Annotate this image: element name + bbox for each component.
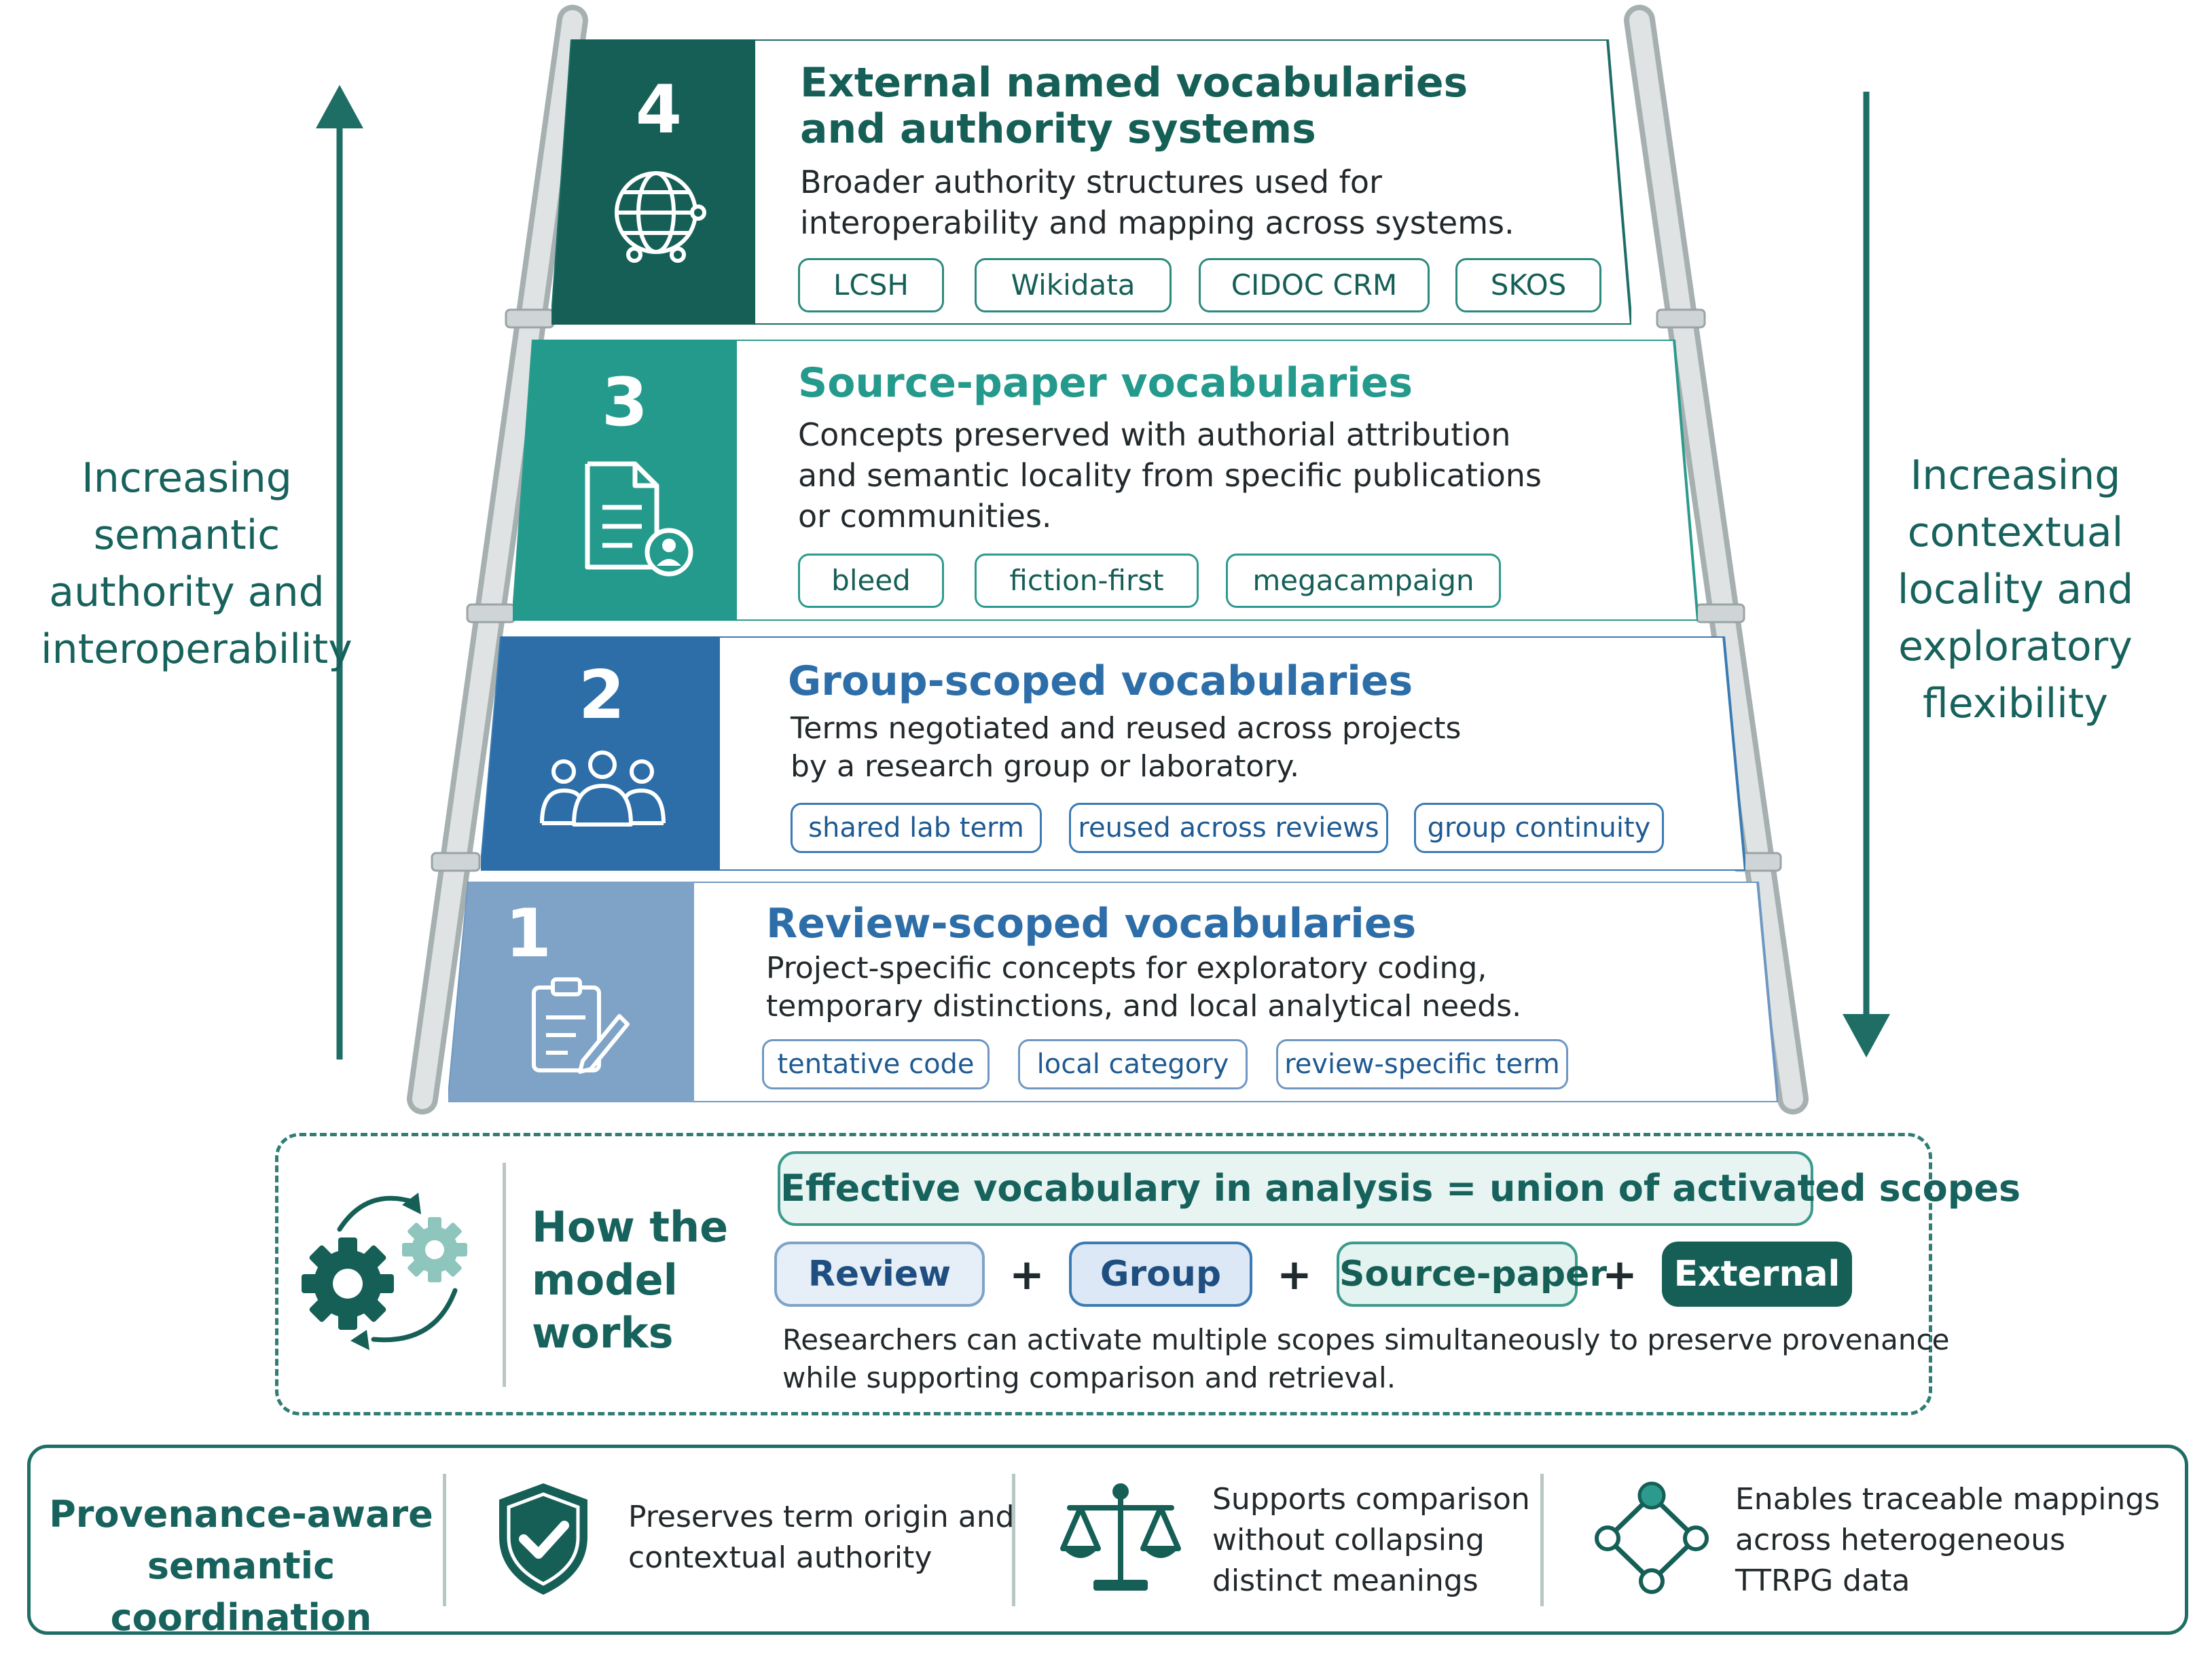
balance-scale-icon <box>1060 1483 1181 1591</box>
tag-review-specific-term: review-specific term <box>1276 1039 1568 1089</box>
up-arrow <box>316 85 363 1060</box>
provenance-bar <box>27 1445 2188 1635</box>
model-title: How the model works <box>532 1202 729 1358</box>
plus-operator: + <box>1277 1249 1312 1299</box>
tier-3-title: Source-paper vocabularies <box>798 359 1413 407</box>
tag-lcsh: LCSH <box>798 258 944 312</box>
tier-1-number: 1 <box>505 895 552 973</box>
tier-1-description: Project-specific concepts for explorator… <box>766 951 1522 1024</box>
effective-vocabulary-equation: Effective vocabulary in analysis = union… <box>778 1151 2020 1226</box>
tier-2-number: 2 <box>578 657 625 734</box>
tag-local-category: local category <box>1018 1039 1248 1089</box>
tier-3-tags: bleed fiction-first megacampaign <box>798 554 1501 608</box>
model-divider <box>503 1163 506 1387</box>
tag-bleed: bleed <box>798 554 944 608</box>
tag-skos: SKOS <box>1455 258 1601 312</box>
tier-3-source-paper-vocabularies: 3 Source-paper vocabularies Concepts pre… <box>513 340 1698 621</box>
tier-1-review-scoped-vocabularies: 1 Review-scoped vocabularies Project-spe… <box>448 882 1778 1102</box>
bottom-item-supports: Supports comparison without collapsing d… <box>1212 1482 1530 1598</box>
scope-chip-external: External <box>1662 1242 1852 1307</box>
tier-4-description: Broader authority structures used for in… <box>800 164 1515 241</box>
tag-tentative-code: tentative code <box>762 1039 990 1089</box>
tier-2-tags: shared lab term reused across reviews gr… <box>791 803 1664 853</box>
tag-wikidata: Wikidata <box>975 258 1172 312</box>
tier-1-title: Review-scoped vocabularies <box>766 900 1417 947</box>
left-side-label: Increasing semantic authority and intero… <box>41 454 352 673</box>
network-diamond-icon <box>1595 1481 1709 1594</box>
plus-operator: + <box>1602 1249 1637 1299</box>
right-side-label: Increasing contextual locality and explo… <box>1897 452 2134 727</box>
down-arrow <box>1843 92 1890 1057</box>
tier-4-external-vocabularies: 4 External named vocabularies and author… <box>551 39 1631 325</box>
globe-network-icon <box>615 171 706 263</box>
tier-3-number: 3 <box>601 364 649 441</box>
tier-2-group-scoped-vocabularies: 2 Group-scoped vocabularies Terms negoti… <box>481 636 1745 871</box>
model-description: Researchers can activate multiple scopes… <box>782 1323 1950 1394</box>
bottom-item-preserves: Preserves term origin and contextual aut… <box>628 1500 1015 1575</box>
tag-fiction-first: fiction-first <box>975 554 1199 608</box>
plus-operator: + <box>1009 1249 1045 1299</box>
left-rail <box>407 5 588 1115</box>
right-rail <box>1624 5 1809 1115</box>
group-people-icon <box>540 750 666 827</box>
bottom-separator <box>443 1474 446 1606</box>
scope-chip-source-paper: Source-paper <box>1337 1242 1607 1307</box>
tier-4-title: External named vocabularies and authorit… <box>800 59 1468 153</box>
bottom-item-enables: Enables traceable mappings across hetero… <box>1735 1482 2160 1598</box>
scope-chip-review: Review <box>774 1242 985 1307</box>
tier-3-description: Concepts preserved with authorial attrib… <box>798 416 1542 535</box>
document-person-icon <box>585 461 693 577</box>
tier-4-number: 4 <box>635 71 683 149</box>
scope-chip-group: Group <box>1069 1242 1252 1307</box>
tag-megacampaign: megacampaign <box>1226 554 1501 608</box>
tag-reused-across-reviews: reused across reviews <box>1069 803 1388 853</box>
tier-2-description: Terms negotiated and reused across proje… <box>791 711 1462 784</box>
provenance-title: Provenance-aware semantic coordination <box>49 1493 433 1639</box>
tag-cidoc-crm: CIDOC CRM <box>1199 258 1430 312</box>
shield-check-icon <box>499 1483 587 1595</box>
tag-group-continuity: group continuity <box>1414 803 1664 853</box>
clipboard-pencil-icon <box>532 977 630 1074</box>
tier-4-panel <box>551 39 1631 325</box>
tier-4-tags: LCSH Wikidata CIDOC CRM SKOS <box>798 258 1601 312</box>
bottom-separator <box>1540 1474 1544 1606</box>
tier-2-title: Group-scoped vocabularies <box>788 657 1413 705</box>
model-box <box>275 1133 1932 1415</box>
scope-chips: Review + Group + Source-paper + External <box>774 1242 1852 1307</box>
gears-cycle-icon <box>302 1193 467 1350</box>
bottom-separator <box>1012 1474 1015 1606</box>
tag-shared-lab-term: shared lab term <box>791 803 1042 853</box>
tier-1-tags: tentative code local category review-spe… <box>762 1039 1568 1089</box>
